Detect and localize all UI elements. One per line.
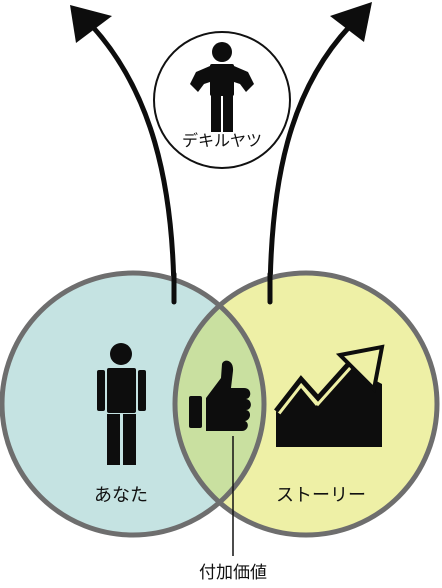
left-circle-label: あなた <box>94 485 148 506</box>
thumbs-up-icon <box>189 360 251 431</box>
top-figure-circle <box>153 31 291 169</box>
callout-label: 付加価値 <box>199 563 267 583</box>
right-arrow <box>267 2 372 305</box>
person-icon <box>97 343 146 465</box>
top-figure-label: デキルヤツ <box>182 131 262 150</box>
right-circle-label: ストーリー <box>276 485 366 506</box>
left-circle-outline <box>0 270 267 538</box>
person-hands-on-hips-icon <box>190 42 254 132</box>
right-circle-outline <box>172 270 440 538</box>
left-arrow <box>70 5 177 305</box>
overlap-region <box>175 273 264 535</box>
rising-chart-icon <box>271 344 385 447</box>
